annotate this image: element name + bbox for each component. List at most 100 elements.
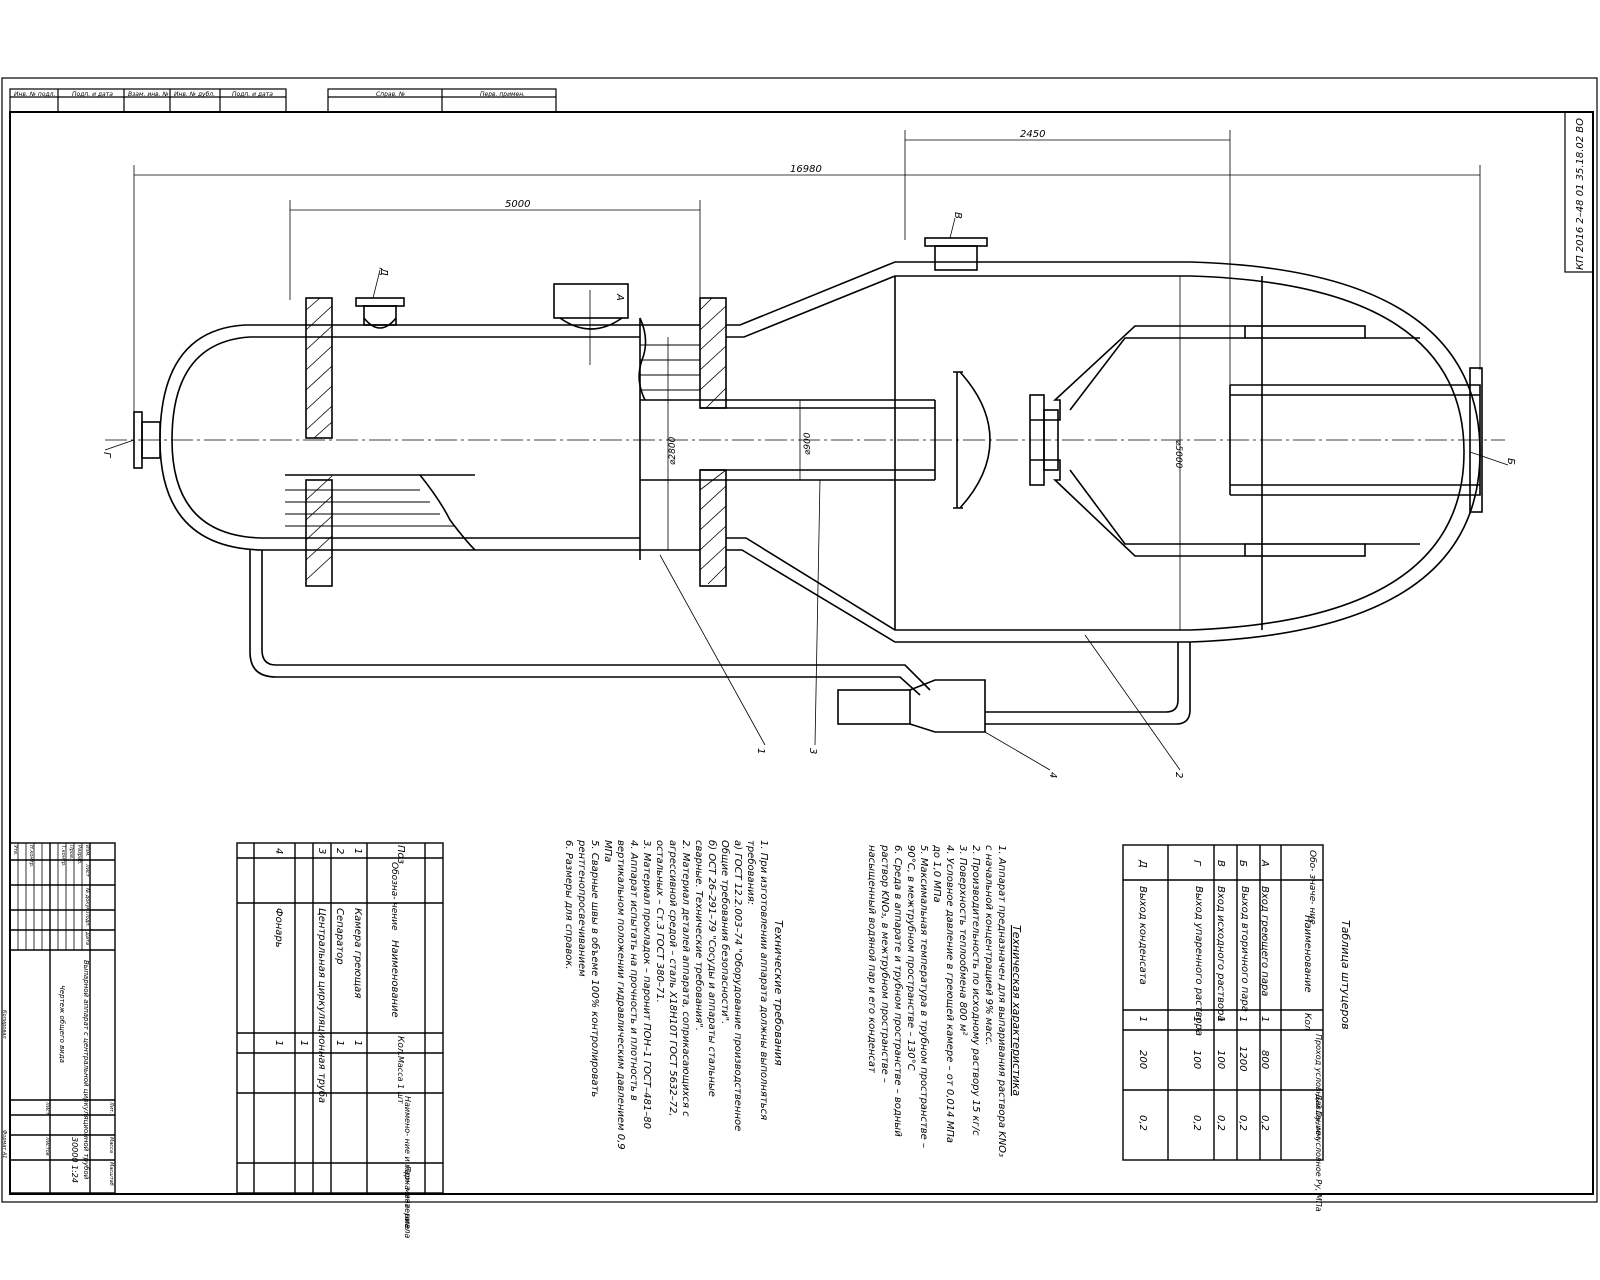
tech-char-line: 90°С, в межтрубном пространстве – 130°С — [905, 845, 917, 1071]
nozzle-th-oboz: Обо- значе- ние — [1307, 850, 1317, 925]
title-lit-label: Лит. — [108, 1101, 114, 1114]
nozzle-table-rows: А Вход греющего пара 1 800 0,2 Б Выход в… — [1137, 859, 1270, 1131]
dim-top-right: 2450 — [1020, 129, 1045, 140]
stamp-vzam: Взам. инв. № — [128, 91, 169, 98]
nozzle-table — [1122, 844, 1324, 1161]
spec-table — [236, 842, 444, 1194]
title-col: Лист — [84, 863, 90, 878]
spec-cell-kol: 1 — [298, 1040, 309, 1046]
nozzle-cell: 100 — [1215, 1050, 1226, 1069]
nozzle-cell: Вход греющего пара — [1259, 886, 1270, 996]
dim-d-large: ⌀5000 — [1173, 440, 1183, 469]
nozzle-cell: 0,2 — [1137, 1115, 1148, 1131]
tech-req-line: вертикальном положении гидравлическим да… — [615, 840, 626, 1150]
doc-code-box — [1564, 111, 1594, 273]
nozzle-cell: А — [1259, 859, 1270, 867]
dim-overall: 16980 — [790, 164, 822, 175]
tech-req-line: а) ГОСТ 12.2.003–74 "Оборудование произв… — [732, 840, 744, 1131]
title-col: Подп. — [84, 912, 90, 927]
nozzle-cell: Г — [1191, 860, 1202, 867]
spec-cell-name: Сепаратор — [334, 908, 345, 965]
tech-req-line: 4. Аппарат испытать на прочность и плотн… — [628, 840, 639, 1101]
title-block-text: Изм. Разраб. Пров. Т.контр. Н.контр. Утв… — [1, 845, 114, 1186]
spec-cell-poz: 1 — [352, 848, 363, 854]
dim-left: 5000 — [505, 199, 530, 210]
stamp-dubl: Инв. № дубл. — [174, 91, 215, 98]
nozzle-label-b: Б — [1505, 458, 1516, 465]
outer-border — [1, 77, 1598, 1203]
dimension-lines — [104, 130, 1509, 771]
tech-char-line: 1. Аппарат предназначен для выпаривания … — [996, 845, 1007, 1157]
tech-req-line: остальных – Ст.3 ГОСТ 380–71. — [654, 840, 665, 1003]
spec-cell-name: Фонарь — [273, 908, 284, 948]
inner-frame — [9, 111, 1594, 1195]
title-scale-label: Масштаб — [108, 1162, 114, 1186]
nozzle-label-a: А — [614, 293, 625, 301]
spec-table-rows: 1 Камера греющая 1 2 Сепаратор 1 3 Центр… — [273, 848, 363, 1103]
spec-th-name: Наименование — [389, 940, 400, 1018]
nozzle-cell: 800 — [1259, 1050, 1270, 1069]
spec-th-oboz: Обозна- чение — [389, 862, 399, 931]
title-format: Формат А1 — [1, 1130, 7, 1158]
spec-cell-kol: 1 — [273, 1040, 284, 1046]
title-sheets-label: Листов — [44, 1136, 50, 1156]
nozzle-cell: 0,2 — [1259, 1115, 1270, 1131]
title-role: Т.контр. — [60, 845, 66, 867]
nozzle-cell: Выход вторичного пара — [1239, 886, 1250, 1012]
position-1: 1 — [755, 748, 766, 754]
position-2: 2 — [1173, 772, 1184, 778]
dim-d-small: ⌀2800 — [668, 436, 678, 465]
title-mass: 30000 — [70, 1137, 79, 1162]
spec-th-poz: Поз — [395, 845, 406, 864]
stamp-inv-podl: Инв. № подл. — [14, 91, 55, 98]
tech-char-line: 2. Производительность по исходному раств… — [970, 845, 981, 1136]
tech-req-line: 5. Сварные швы в объеме 100% контролиров… — [589, 840, 601, 1097]
tech-req-line: 6. Размеры для справок. — [563, 840, 574, 970]
title-subtitle: Чертеж общего вида — [58, 985, 66, 1063]
nozzle-label-g: Г — [101, 452, 112, 459]
title-copy: Копировал — [1, 1010, 7, 1039]
nozzle-table-title: Таблица штуцеров — [1339, 920, 1352, 1030]
spec-th-material: Наимено- ние и марка материала — [403, 1096, 412, 1238]
tech-char-title: Техническая характеристика — [1010, 925, 1023, 1096]
spec-cell-poz: 3 — [316, 848, 327, 854]
nozzle-label-v: В — [952, 212, 963, 219]
spec-th-kol: Кол. — [395, 1036, 405, 1057]
nozzle-cell: Б — [1237, 860, 1248, 867]
tech-char-block: Техническая характеристика 1. Аппарат пр… — [866, 844, 1023, 1157]
title-role: Разраб. — [76, 845, 82, 865]
title-scale: 1:24 — [70, 1165, 79, 1183]
tech-req-line: б) ОСТ 26–291–79 "Сосуды и аппараты стал… — [706, 840, 718, 1097]
tech-char-line: насыщенный водяной пар и его конденсат — [866, 845, 877, 1074]
tech-char-line: до 1,0 МПа — [931, 844, 942, 903]
nozzle-cell: 1 — [1137, 1016, 1148, 1022]
nozzle-cell: 1 — [1191, 1016, 1202, 1022]
nozzle-label-d: Д — [378, 267, 389, 276]
nozzle-cell: 200 — [1137, 1050, 1148, 1069]
spec-cell-poz: 2 — [334, 848, 345, 854]
title-col: № докум. — [84, 887, 90, 913]
nozzle-cell: Выход конденсата — [1137, 886, 1148, 985]
nozzle-cell: 1 — [1259, 1016, 1270, 1022]
position-4: 4 — [1047, 772, 1058, 778]
spec-cell-kol: 1 — [352, 1040, 363, 1046]
nozzle-cell: В — [1215, 860, 1226, 867]
apparatus — [105, 237, 1505, 733]
dim-d-pipe: ⌀900 — [803, 432, 813, 455]
title-mass-label: Масса — [108, 1137, 114, 1153]
tech-req-line: сварные. Технические требования". — [693, 840, 705, 1031]
spec-cell-poz: 4 — [273, 848, 284, 854]
nozzle-th-name: Наименование — [1302, 915, 1313, 993]
tech-req-line: рентгенопросвечиванием — [576, 839, 587, 977]
spec-table-headers: Поз Обозна- чение Наименование Кол. Масс… — [389, 845, 412, 1238]
nozzle-cell: 100 — [1191, 1050, 1202, 1069]
title-sheet-label: Лист — [44, 1101, 50, 1116]
nozzle-th-pn: Давление условное Pу, МПа — [1314, 1093, 1323, 1212]
spec-cell-name: Камера греющая — [352, 908, 363, 998]
tech-req-line: 2. Материал деталей аппарата, соприкасаю… — [680, 840, 691, 1117]
tech-req-line: Общие требования безопасности". — [719, 840, 731, 1024]
tech-req-line: 3. Материал прокладок – паронит ПОН–1 ГО… — [641, 840, 652, 1129]
title-role: Утв. — [12, 845, 18, 856]
nozzle-cell: 0,2 — [1237, 1115, 1248, 1131]
